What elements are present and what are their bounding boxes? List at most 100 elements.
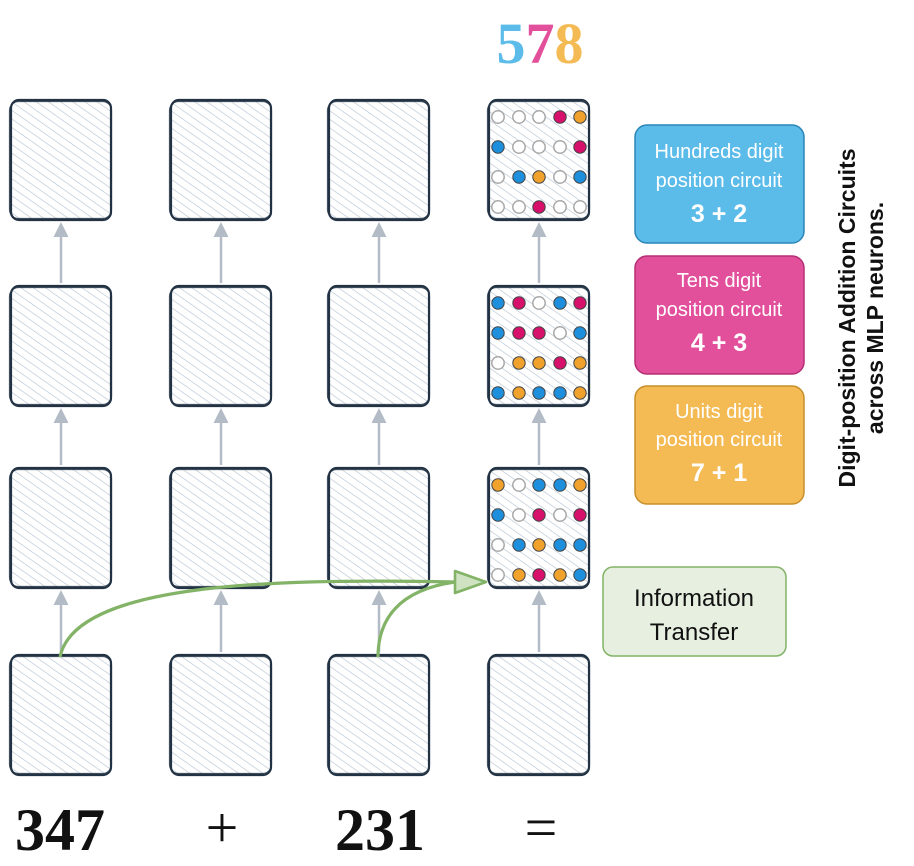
neuron-dot xyxy=(491,200,505,214)
information-transfer-line2: Transfer xyxy=(650,619,738,646)
neuron-dot xyxy=(553,326,567,340)
input-tokens: 347 + 231 = xyxy=(15,795,557,863)
layer-box xyxy=(486,98,591,222)
neuron-dot xyxy=(532,200,546,214)
units-circuit-expr: 7 + 1 xyxy=(691,459,747,487)
information-transfer-box: Information Transfer xyxy=(602,566,787,657)
side-title-line2: across MLP neurons. xyxy=(862,202,888,434)
neuron-dot xyxy=(573,326,587,340)
layer-box xyxy=(8,653,113,777)
neuron-dot xyxy=(512,538,526,552)
neuron-dot xyxy=(491,478,505,492)
neuron-dot xyxy=(553,110,567,124)
neuron-dot xyxy=(553,508,567,522)
neuron-dot xyxy=(512,478,526,492)
layer-box xyxy=(8,466,113,590)
transfer-curve-from-second-operand xyxy=(376,580,456,658)
neuron-dot xyxy=(573,356,587,370)
neuron-dot xyxy=(512,386,526,400)
neuron-dot xyxy=(532,326,546,340)
neuron-dot xyxy=(532,110,546,124)
units-circuit-line2: position circuit xyxy=(656,429,783,451)
residual-arrows xyxy=(53,222,547,652)
transfer-curve-from-first-operand xyxy=(58,579,456,658)
neuron-dot xyxy=(553,170,567,184)
hundreds-circuit-expr: 3 + 2 xyxy=(691,200,747,228)
tens-circuit-line1: Tens digit xyxy=(677,270,762,292)
token-plus: + xyxy=(206,795,239,860)
neuron-dot xyxy=(491,110,505,124)
neuron-dot xyxy=(532,356,546,370)
neuron-dot xyxy=(573,170,587,184)
hundreds-circuit-line2: position circuit xyxy=(656,170,783,192)
neuron-dot xyxy=(553,200,567,214)
neuron-dot xyxy=(532,386,546,400)
mlp-neurons xyxy=(491,110,587,582)
side-title: Digit-position Addition Circuits across … xyxy=(834,149,888,488)
information-transfer-line1: Information xyxy=(634,585,754,612)
neuron-dot xyxy=(491,296,505,310)
layer-box xyxy=(326,98,431,222)
token-equals: = xyxy=(525,795,558,860)
neuron-dot xyxy=(491,326,505,340)
neuron-dot xyxy=(532,478,546,492)
units-circuit-box: Units digit position circuit 7 + 1 xyxy=(634,385,805,505)
neuron-dot xyxy=(553,538,567,552)
layer-box xyxy=(168,98,273,222)
neuron-dot xyxy=(553,478,567,492)
circuit-legend: Hundreds digit position circuit 3 + 2 Te… xyxy=(634,124,805,505)
tens-circuit-line2: position circuit xyxy=(656,299,783,321)
neuron-dot xyxy=(491,386,505,400)
layer-box xyxy=(168,653,273,777)
result-digit-hundreds: 5 xyxy=(497,11,526,76)
layer-box xyxy=(8,98,113,222)
information-transfer-arrows xyxy=(58,569,488,658)
hundreds-circuit-line1: Hundreds digit xyxy=(655,141,784,163)
neuron-dot xyxy=(512,326,526,340)
layer-box xyxy=(486,466,591,590)
neuron-dot xyxy=(512,200,526,214)
neuron-dot xyxy=(573,478,587,492)
neuron-dot xyxy=(573,296,587,310)
neuron-dot xyxy=(532,170,546,184)
neuron-dot xyxy=(532,140,546,154)
neuron-dot xyxy=(573,508,587,522)
neuron-dot xyxy=(573,110,587,124)
neuron-dot xyxy=(512,170,526,184)
neuron-dot xyxy=(573,538,587,552)
side-title-line1: Digit-position Addition Circuits xyxy=(834,149,860,488)
layer-box xyxy=(486,284,591,408)
layer-box xyxy=(326,284,431,408)
neuron-dot xyxy=(512,356,526,370)
neuron-dot xyxy=(573,568,587,582)
neuron-dot xyxy=(553,386,567,400)
neuron-dot xyxy=(491,538,505,552)
hundreds-circuit-box: Hundreds digit position circuit 3 + 2 xyxy=(634,124,805,244)
neuron-dot xyxy=(512,110,526,124)
neuron-dot xyxy=(573,386,587,400)
neuron-dot xyxy=(532,296,546,310)
neuron-dot xyxy=(532,508,546,522)
token-first-operand: 347 xyxy=(15,797,105,863)
neuron-dot xyxy=(553,140,567,154)
neuron-dot xyxy=(553,356,567,370)
units-circuit-line1: Units digit xyxy=(675,401,763,423)
layer-box xyxy=(326,466,431,590)
transfer-arrow-head xyxy=(453,569,488,595)
neuron-dot xyxy=(512,140,526,154)
neuron-dot xyxy=(491,568,505,582)
layer-box xyxy=(168,284,273,408)
layer-box xyxy=(326,653,431,777)
neuron-dot xyxy=(532,538,546,552)
neuron-dot xyxy=(491,508,505,522)
neuron-dot xyxy=(491,356,505,370)
tens-circuit-expr: 4 + 3 xyxy=(691,329,747,357)
neuron-dot xyxy=(512,508,526,522)
layer-box xyxy=(486,653,591,777)
neuron-dot xyxy=(573,200,587,214)
layer-box xyxy=(8,284,113,408)
neuron-dot xyxy=(573,140,587,154)
result-digit-tens: 7 xyxy=(526,11,555,76)
layer-box-grid xyxy=(8,98,591,777)
